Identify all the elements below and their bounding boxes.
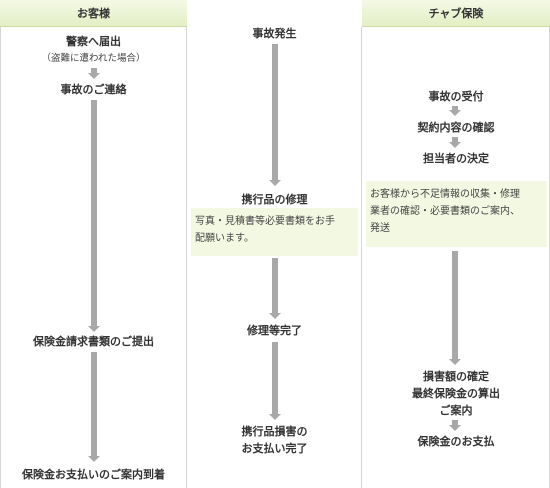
submit-claim-step: 保険金請求書類のご提出 xyxy=(33,335,154,348)
assign-staff-step: 担当者の決定 xyxy=(423,152,489,165)
repair-note-line: 写真・見積書等必要書類をお手 xyxy=(195,216,335,227)
accident-step: 事故発生 xyxy=(252,27,297,40)
arrow-down-icon xyxy=(269,313,281,319)
chubb-column-header: チャブ保険 xyxy=(362,0,550,27)
payment-step: 保険金のお支払 xyxy=(417,435,495,448)
arrow-down-icon xyxy=(269,180,281,186)
arrow-shaft xyxy=(452,420,458,425)
repair-note-line: 配願います。 xyxy=(195,233,254,244)
arrow-shaft xyxy=(272,258,278,313)
arrow-shaft xyxy=(452,137,458,142)
reception-step: 事故の受付 xyxy=(428,90,484,103)
arrow-shaft xyxy=(452,251,458,359)
middle-column-header xyxy=(187,0,362,27)
arrow-shaft xyxy=(272,44,278,180)
repair-done-step: 修理等完了 xyxy=(247,324,302,337)
damage-payment-step: 携行品損害の xyxy=(241,425,308,438)
arrow-shaft xyxy=(91,100,97,326)
repair-note: 写真・見積書等必要書類をお手 配願います。 xyxy=(191,208,358,256)
arrow-down-icon xyxy=(88,73,100,79)
info-note-line: お客様から不足情報の収集・修理 xyxy=(370,189,520,200)
damage-payment-step-line2: お支払い完了 xyxy=(241,442,308,455)
customer-column-header: お客様 xyxy=(0,0,187,27)
theft-note: （盗難に遭われた場合） xyxy=(41,53,146,64)
arrow-down-icon xyxy=(449,110,461,116)
arrow-shaft xyxy=(452,106,458,110)
arrow-down-icon xyxy=(449,359,461,365)
arrow-down-icon xyxy=(449,142,461,148)
damage-confirm-step: 損害額の確定 xyxy=(423,370,489,383)
contract-check-step: 契約内容の確認 xyxy=(417,121,495,134)
arrow-down-icon xyxy=(269,414,281,420)
info-collection-note: お客様から不足情報の収集・修理 業者の確認・必要書類のご案内、 発送 xyxy=(366,181,547,247)
arrow-down-icon xyxy=(88,456,100,462)
repair-step: 携行品の修理 xyxy=(241,193,308,206)
payment-notice-step: 保険金お支払いのご案内到着 xyxy=(22,468,165,481)
contact-step: 事故のご連絡 xyxy=(60,83,127,96)
info-note-line: 発送 xyxy=(370,223,390,234)
arrow-shaft xyxy=(91,352,97,456)
arrow-shaft xyxy=(272,342,278,414)
info-note-line: 業者の確認・必要書類のご案内、 xyxy=(370,206,520,217)
final-calc-step: 最終保険金の算出 xyxy=(412,387,500,400)
arrow-shaft xyxy=(91,68,97,73)
arrow-down-icon xyxy=(449,425,461,431)
arrow-down-icon xyxy=(88,326,100,332)
guidance-step: ご案内 xyxy=(439,404,473,417)
police-report-step: 警察へ届出 xyxy=(66,35,121,48)
